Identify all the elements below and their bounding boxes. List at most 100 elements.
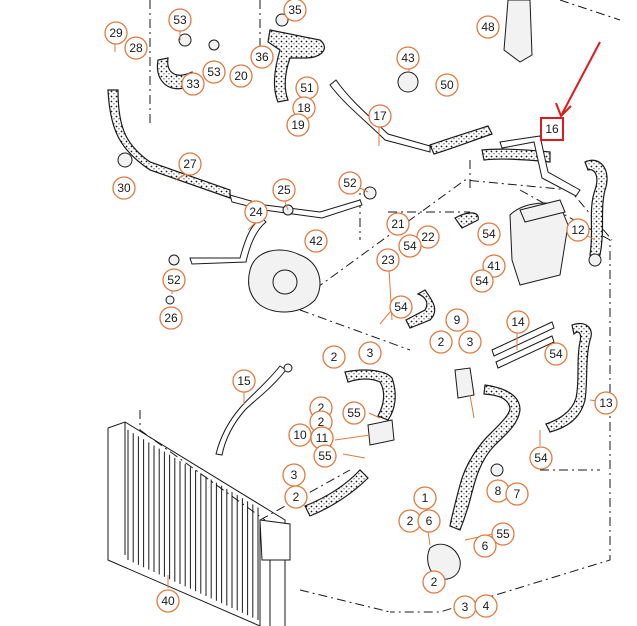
callout-24: 24 [244, 200, 268, 224]
highlight-arrow [555, 41, 601, 118]
callout-54: 54 [477, 222, 501, 246]
callout-19: 19 [286, 113, 310, 137]
callout-number: 14 [511, 315, 525, 329]
callout-number: 53 [173, 13, 187, 27]
callout-number: 10 [293, 428, 307, 442]
callout-27: 27 [178, 152, 202, 176]
callout-28: 28 [124, 36, 148, 60]
callout-3: 3 [453, 595, 477, 619]
callout-number: 2 [431, 575, 438, 589]
callout-number: 52 [167, 273, 181, 287]
callout-7: 7 [505, 482, 529, 506]
callout-circle [566, 218, 590, 242]
callout-number: 28 [129, 41, 143, 55]
callout-number: 17 [373, 109, 387, 123]
callout-number: 52 [343, 176, 357, 190]
callout-13: 13 [594, 391, 618, 415]
callout-42: 42 [304, 229, 328, 253]
callout-33: 33 [181, 72, 205, 96]
callout-number: 11 [316, 431, 329, 445]
pipes [189, 79, 581, 456]
callout-54: 54 [544, 342, 568, 366]
callout-2: 2 [422, 570, 446, 594]
callout-number: 6 [426, 514, 433, 528]
callout-54: 54 [389, 295, 413, 319]
callout-circle [112, 176, 136, 200]
callout-number: 2 [438, 335, 445, 349]
callout-circle [178, 152, 202, 176]
callout-circle [396, 46, 420, 70]
callout-number: 9 [454, 313, 461, 327]
callout-number: 6 [482, 539, 489, 553]
callout-50: 50 [435, 73, 459, 97]
callout-2: 2 [322, 345, 346, 369]
callout-3: 3 [358, 341, 382, 365]
callout-circle [250, 45, 274, 69]
callout-53: 53 [202, 60, 226, 84]
callout-number: 2 [318, 415, 325, 429]
hoses [107, 29, 608, 531]
callout-circle [470, 269, 494, 293]
callout-circle [376, 248, 400, 272]
callout-52: 52 [338, 171, 362, 195]
callout-circle [322, 345, 346, 369]
components [117, 0, 602, 580]
callout-circle [304, 229, 328, 253]
callout-circle [529, 446, 553, 470]
assembly-boundaries [139, 0, 621, 613]
callout-number: 55 [347, 406, 361, 420]
callout-number: 54 [482, 227, 496, 241]
callout-number: 48 [481, 20, 495, 34]
callout-number: 3 [467, 335, 474, 349]
callout-circle [389, 295, 413, 319]
callout-number: 36 [255, 50, 269, 64]
callout-circle [429, 330, 453, 354]
callout-circle [342, 401, 366, 425]
callout-number: 23 [381, 253, 395, 267]
callout-17: 17 [368, 104, 392, 128]
callout-number: 50 [440, 78, 454, 92]
callout-54: 54 [529, 446, 553, 470]
callout-circle [159, 306, 183, 330]
callout-number: 55 [318, 449, 332, 463]
callout-circle [272, 178, 296, 202]
callout-circle [338, 171, 362, 195]
callout-number: 13 [599, 396, 613, 410]
callout-circle [505, 482, 529, 506]
callout-number: 2 [331, 350, 338, 364]
callout-number: 54 [394, 300, 408, 314]
callout-15: 15 [232, 369, 256, 393]
callout-circle [168, 8, 192, 32]
callout-circle [156, 589, 180, 613]
callout-21: 21 [386, 212, 410, 236]
callout-number: 51 [300, 81, 314, 95]
callout-circle [244, 200, 268, 224]
callout-number: 19 [291, 118, 305, 132]
callout-number: 53 [207, 65, 221, 79]
callout-40: 40 [156, 589, 180, 613]
callout-circle [435, 73, 459, 97]
highlight-box [540, 117, 564, 141]
callout-14: 14 [506, 310, 530, 334]
callout-number: 33 [186, 77, 200, 91]
callout-number: 3 [291, 468, 298, 482]
callout-circle [413, 486, 437, 510]
callout-30: 30 [112, 176, 136, 200]
callout-12: 12 [566, 218, 590, 242]
callout-9: 9 [445, 308, 469, 332]
callout-circle [386, 212, 410, 236]
callout-circle [506, 310, 530, 334]
callout-circle [477, 222, 501, 246]
callout-number: 30 [117, 181, 131, 195]
callout-20: 20 [229, 64, 253, 88]
callout-2: 2 [398, 509, 422, 533]
callout-circle [124, 36, 148, 60]
callout-35: 35 [283, 0, 307, 22]
callout-number: 21 [391, 217, 405, 231]
callout-circle [544, 342, 568, 366]
callout-52: 52 [162, 268, 186, 292]
callout-circle [286, 113, 310, 137]
callout-number: 20 [234, 69, 248, 83]
